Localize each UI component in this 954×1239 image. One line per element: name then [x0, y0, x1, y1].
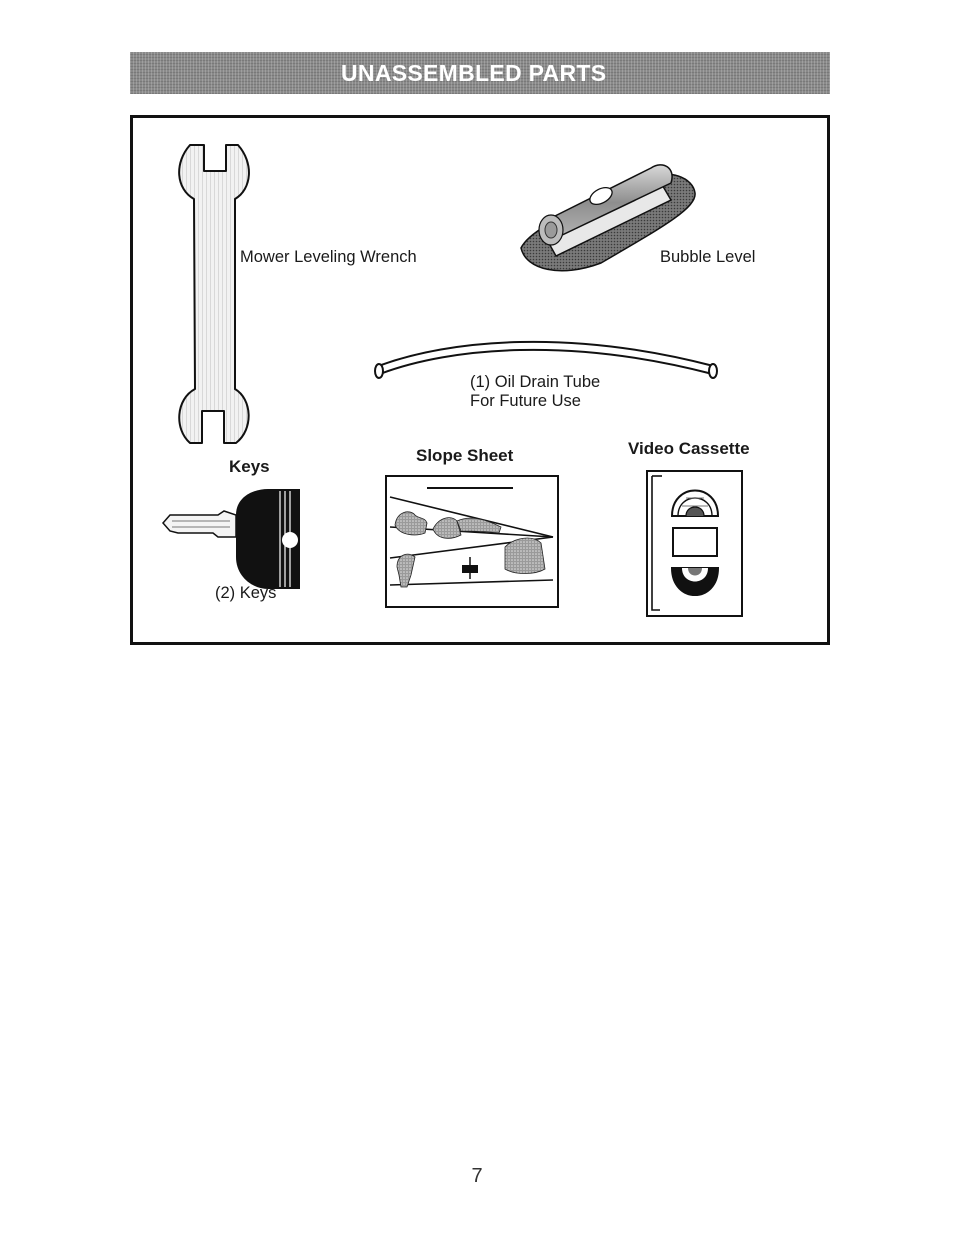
page-number: 7: [471, 1165, 483, 1187]
bubble-level-icon: [520, 164, 696, 272]
key-icon: [162, 489, 300, 589]
wrench-icon: [178, 144, 250, 444]
keys-caption: (2) Keys: [215, 584, 277, 602]
section-title: UNASSEMBLED PARTS: [341, 60, 607, 86]
oil-drain-tube-icon: [374, 340, 718, 379]
keys-heading: Keys: [229, 457, 270, 476]
bubble-level-label: Bubble Level: [660, 248, 756, 266]
video-cassette-icon: [646, 470, 743, 617]
slope-sheet-heading: Slope Sheet: [416, 446, 514, 465]
video-cassette-heading: Video Cassette: [628, 439, 750, 458]
oil-tube-label: (1) Oil Drain Tube: [470, 373, 601, 391]
oil-tube-note: For Future Use: [470, 392, 581, 410]
section-header-banner: UNASSEMBLED PARTS: [130, 52, 830, 94]
parts-frame: Mower Leveling Wrench Bubble Level (1) O…: [130, 115, 830, 645]
wrench-label: Mower Leveling Wrench: [240, 248, 417, 266]
slope-sheet-icon: [385, 475, 559, 608]
